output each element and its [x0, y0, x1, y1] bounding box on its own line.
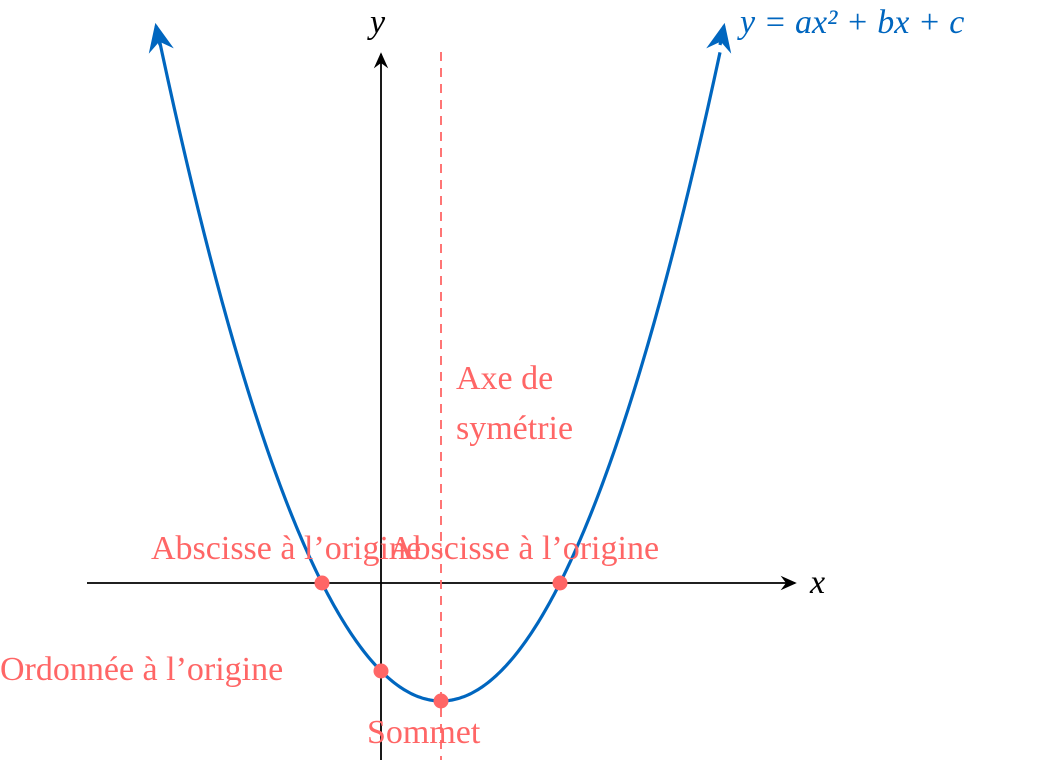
y-intercept-point — [373, 663, 389, 679]
x-intercept-right-label: Abscisse à l’origine — [389, 530, 660, 567]
curve-arrow-left — [148, 22, 174, 54]
axis-of-symmetry-label-line2: symétrie — [456, 410, 574, 447]
axis-of-symmetry-label-line1: Axe de — [456, 360, 554, 397]
x-intercept-right-point — [552, 575, 568, 591]
vertex-label: Sommet — [367, 714, 481, 751]
x-intercept-left-point — [314, 575, 330, 591]
y-intercept-label: Ordonnée à l’origine — [0, 651, 284, 688]
x-intercept-left-label: Abscisse à l’origine — [151, 530, 422, 567]
parabola-curve — [156, 33, 722, 703]
x-axis-label: x — [810, 564, 826, 601]
vertex-point — [433, 693, 449, 709]
curve-arrow-right — [706, 22, 732, 54]
equation-label: y = ax² + bx + c — [740, 4, 965, 41]
y-axis-label: y — [370, 4, 386, 41]
